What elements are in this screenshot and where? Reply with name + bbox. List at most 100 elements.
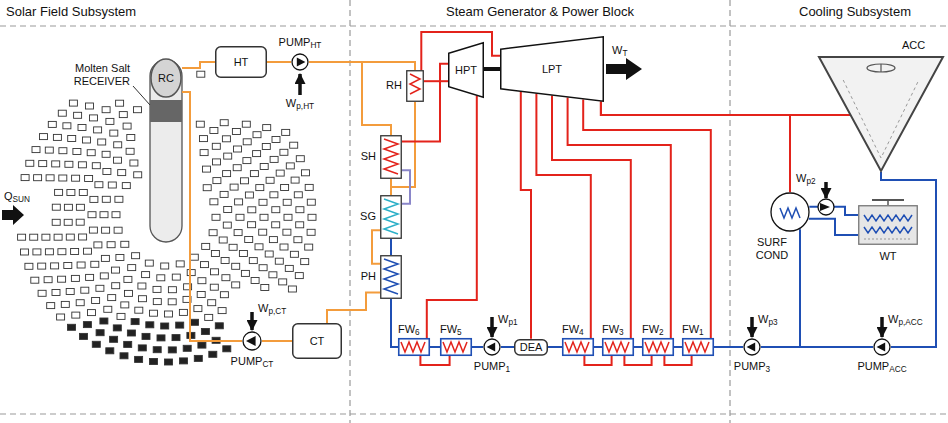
heliostat — [45, 249, 53, 255]
component-label: FW5 — [440, 323, 470, 336]
divider — [349, 0, 350, 423]
heliostat — [269, 237, 277, 243]
heliostat — [102, 196, 110, 202]
heliostat — [110, 336, 118, 342]
heliostat — [134, 107, 142, 113]
heliostat — [197, 292, 205, 298]
pipe-connector — [309, 62, 391, 135]
heliostat — [64, 219, 72, 225]
heliostat — [86, 274, 94, 280]
node-body: LPT — [500, 36, 604, 102]
leader-line — [133, 86, 150, 105]
turbine-shaft — [484, 67, 500, 71]
pipe-connector — [430, 346, 440, 348]
heliostat — [95, 182, 103, 188]
heliostat — [270, 156, 278, 162]
pipe-connector — [761, 346, 873, 348]
heliostat — [96, 285, 104, 291]
heliostat — [51, 263, 59, 269]
heliostat — [280, 149, 288, 155]
heliostat — [53, 134, 61, 140]
heliostat — [234, 146, 242, 152]
heliostat — [100, 318, 108, 324]
graphic-part — [819, 57, 943, 171]
subscript: 6 — [415, 328, 420, 337]
pipe-connector — [809, 219, 858, 235]
annotation-label: Wp2 — [796, 172, 824, 185]
heliostat — [266, 177, 274, 183]
work-arrow — [250, 312, 254, 330]
pipe-connector — [402, 170, 410, 204]
heliostat — [83, 322, 91, 328]
pipe-connector — [309, 62, 415, 70]
heliostat — [135, 307, 143, 313]
heliostat — [102, 227, 110, 233]
heliostat — [168, 299, 176, 305]
heliostat — [117, 313, 125, 319]
annotation-label: Wp1 — [498, 313, 528, 326]
heliostat — [145, 260, 153, 266]
heliostat — [262, 144, 270, 150]
graphic-part — [410, 74, 420, 94]
heliostat — [114, 157, 122, 163]
feedwater-heater: FW3 — [602, 338, 634, 356]
component-label: FW4 — [562, 323, 592, 336]
heliostat — [243, 139, 251, 145]
graphic-part — [501, 37, 604, 102]
heliostat — [305, 184, 313, 190]
pipe-connector — [583, 99, 711, 338]
subscript: 3 — [766, 365, 771, 374]
heliostat — [65, 161, 73, 167]
feedwater-heater-outline — [602, 338, 634, 356]
heliostat — [120, 353, 128, 359]
heliostat — [110, 130, 118, 136]
subscript: T — [622, 49, 627, 58]
heliostat — [157, 335, 165, 341]
heliostat — [291, 177, 299, 183]
heliostat — [138, 345, 146, 351]
graphic-part — [864, 227, 912, 233]
component-label: FW3 — [602, 323, 632, 336]
heat-exchanger-outline — [406, 70, 424, 102]
heliostat — [31, 277, 39, 283]
pipe-connector — [182, 62, 215, 68]
node-label: RC — [158, 72, 174, 85]
subscript: p,HT — [296, 102, 314, 111]
pipe-connector — [664, 356, 691, 365]
graphic-part — [880, 64, 881, 72]
heliostat — [54, 234, 62, 240]
heat-exchanger: RH — [406, 70, 424, 102]
heliostat — [270, 192, 278, 198]
heliostat — [94, 242, 102, 248]
heliostat — [203, 185, 211, 191]
heliostat — [272, 207, 280, 213]
heliostat — [104, 306, 112, 312]
heliostat — [250, 171, 258, 177]
heliostat — [212, 143, 220, 149]
heliostat — [285, 265, 293, 271]
heliostat — [234, 230, 242, 236]
subscript: p,ACC — [898, 318, 922, 327]
annotation-label: Wp3 — [758, 313, 788, 326]
graphic-part — [603, 339, 634, 356]
heliostat — [305, 244, 313, 250]
feedwater-heater: FW2 — [642, 338, 674, 356]
divider — [0, 25, 948, 26]
pipe-connector — [262, 340, 292, 342]
graphic-part — [859, 206, 918, 245]
heliostat — [90, 196, 98, 202]
storage-tank: CT — [292, 323, 342, 359]
heliostat — [135, 356, 143, 362]
solar-input-arrow — [2, 205, 24, 225]
heliostat — [253, 132, 261, 138]
heliostat — [124, 276, 132, 282]
heliostat — [142, 272, 150, 278]
heliostat — [307, 229, 315, 235]
node-body: DEA — [514, 339, 548, 356]
pipe-connector — [594, 346, 602, 348]
pump-symbol: PUMPACC — [873, 338, 891, 356]
pump-symbol-outline — [242, 331, 262, 351]
heliostat — [32, 147, 40, 153]
pump-symbol-outline — [873, 338, 891, 356]
heliostat — [67, 190, 75, 196]
